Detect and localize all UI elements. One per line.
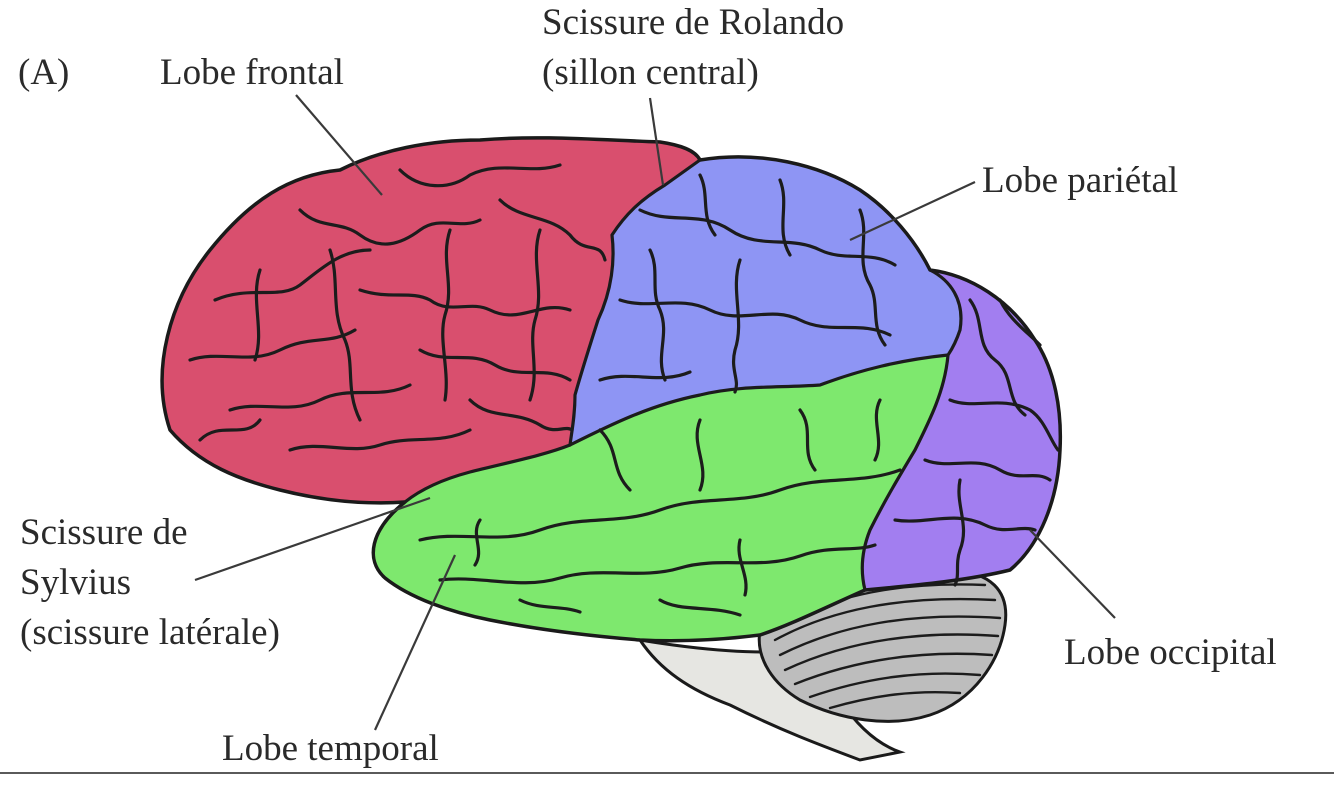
occipital-gyri bbox=[893, 298, 1060, 587]
temporal-lobe bbox=[373, 355, 948, 641]
parieto-occipital-boundary bbox=[860, 268, 963, 592]
label-rolando-line2: (sillon central) bbox=[542, 52, 759, 93]
label-frontal-lobe: Lobe frontal bbox=[160, 52, 344, 93]
bottom-border bbox=[0, 772, 1334, 774]
central-sulcus bbox=[568, 158, 702, 447]
leader-parietal bbox=[849, 181, 976, 241]
label-temporal-lobe: Lobe temporal bbox=[222, 728, 439, 769]
parietal-gyri bbox=[598, 173, 897, 394]
occipital-lobe bbox=[862, 270, 1061, 590]
frontal-gyri bbox=[188, 163, 607, 452]
label-parietal-lobe: Lobe pariétal bbox=[982, 160, 1179, 201]
leader-occipital bbox=[1029, 529, 1116, 619]
leader-temporal bbox=[373, 554, 457, 731]
temporal-gyri bbox=[418, 398, 902, 617]
label-sylvius-line3: (scissure latérale) bbox=[20, 612, 280, 653]
label-occipital-lobe: Lobe occipital bbox=[1064, 632, 1277, 673]
lateral-fissure bbox=[403, 353, 950, 504]
leader-rolando bbox=[648, 97, 665, 186]
label-sylvius-line1: Scissure de bbox=[20, 512, 188, 553]
panel-label: (A) bbox=[18, 52, 70, 93]
label-sylvius-line2: Sylvius bbox=[20, 562, 132, 603]
label-rolando-line1: Scissure de Rolando bbox=[542, 2, 845, 43]
leader-frontal bbox=[295, 94, 383, 196]
cortex-outline bbox=[160, 136, 1063, 643]
leader-sylvius bbox=[194, 496, 431, 582]
brainstem bbox=[636, 637, 906, 762]
